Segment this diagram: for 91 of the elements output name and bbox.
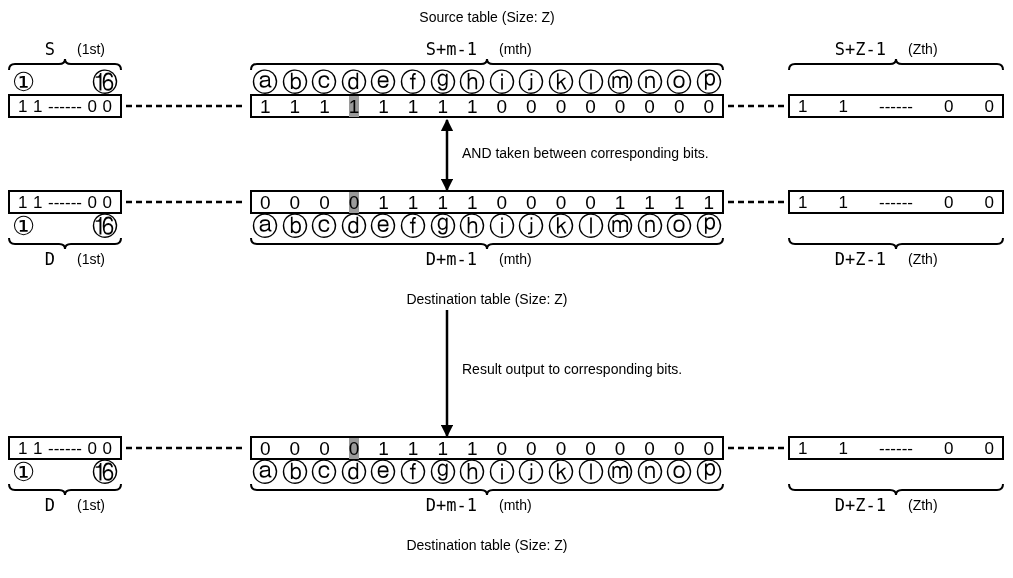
dashed-connector: [728, 200, 784, 204]
circled-bit-label: ⓓ: [340, 213, 367, 239]
circled-bit-label: ⓚ: [547, 69, 574, 95]
circled-bit-label: ⓔ: [370, 459, 397, 485]
register-field: 1 1 ------ 0 0: [788, 94, 1004, 118]
circled-bit-label: ⓟ: [695, 213, 722, 239]
circled-bit-label: ⓞ: [666, 213, 693, 239]
circled-bit-label: ⓑ: [281, 69, 308, 95]
circled-bit-label: ⓓ: [340, 69, 367, 95]
arrow: [440, 118, 454, 192]
circled-bit-label: ⓔ: [370, 69, 397, 95]
circled-bit-label: ①: [12, 69, 36, 95]
circled-bit-label: ⓖ: [429, 69, 456, 95]
register-field: 1 1 1 1 1 1 1 1 0 0 0 0 0 0 0 0: [250, 94, 724, 118]
circled-bit-label: ⓜ: [607, 459, 634, 485]
circled-bit-label: ⓕ: [399, 69, 426, 95]
address-label: D: [44, 496, 55, 514]
circled-bit-label: ⓙ: [518, 69, 545, 95]
circled-bit-label: ⓝ: [636, 459, 663, 485]
circled-bit-label: ⓝ: [636, 69, 663, 95]
circled-bit-label: ⓘ: [488, 69, 515, 95]
circled-bit-label: ⓟ: [695, 459, 722, 485]
circled-bit-label: ⓛ: [577, 213, 604, 239]
circled-bit-label: ⓜ: [607, 69, 634, 95]
circled-bit-label: ⓐ: [252, 69, 278, 95]
circled-bit-label: ⓕ: [399, 459, 426, 485]
circled-bit-label: ⓖ: [429, 213, 456, 239]
circled-bit-label: ⓗ: [459, 213, 486, 239]
circled-bit-label: ⓗ: [459, 69, 486, 95]
register-field: 0 0 0 0 1 1 1 1 0 0 0 0 0 0 0 0: [250, 436, 724, 460]
circled-bit-label: ⓘ: [488, 213, 515, 239]
address-label: D+Z-1: [834, 496, 886, 514]
register-field: 1 1 ------ 0 0: [8, 94, 122, 118]
dashed-connector: [728, 446, 784, 450]
circled-bit-label: ⓔ: [370, 213, 397, 239]
ordinal-label: (Zth): [908, 250, 938, 268]
arrow: [440, 310, 454, 438]
circled-bit-label: ⑯: [92, 69, 118, 95]
address-label: D+m-1: [425, 250, 477, 268]
dashed-connector: [728, 104, 784, 108]
circled-bit-label: ⓕ: [399, 213, 426, 239]
table-title: Destination table (Size: Z): [406, 536, 568, 554]
circled-bit-label: ⓛ: [577, 69, 604, 95]
circled-bit-label: ⓛ: [577, 459, 604, 485]
circled-bit-label: ⑯: [92, 213, 118, 239]
ordinal-label: (mth): [499, 40, 532, 58]
edge-label: Result output to corresponding bits.: [462, 360, 683, 378]
circled-bit-label: ⓘ: [488, 459, 515, 485]
ordinal-label: (Zth): [908, 40, 938, 58]
address-label: S+m-1: [425, 40, 477, 58]
circled-bit-label: ⓞ: [666, 69, 693, 95]
ordinal-label: (1st): [77, 250, 105, 268]
circled-bit-label: ⓒ: [311, 459, 338, 485]
register-field: 0 0 0 0 1 1 1 1 0 0 0 0 1 1 1 1: [250, 190, 724, 214]
address-label: D+m-1: [425, 496, 477, 514]
table-title: Destination table (Size: Z): [406, 290, 568, 308]
circled-bit-label: ⓙ: [518, 213, 545, 239]
circled-bit-label: ⓑ: [281, 459, 308, 485]
address-label: S: [44, 40, 55, 58]
circled-bit-label: ⓚ: [547, 213, 574, 239]
ordinal-label: (1st): [77, 496, 105, 514]
circled-bit-label: ⓚ: [547, 459, 574, 485]
circled-bit-label: ⓖ: [429, 459, 456, 485]
circled-bit-label: ⑯: [92, 459, 118, 485]
address-label: S+Z-1: [834, 40, 886, 58]
circled-bit-label: ⓝ: [636, 213, 663, 239]
circled-bit-label: ⓟ: [695, 69, 722, 95]
table-title: Source table (Size: Z): [419, 8, 555, 26]
circled-bit-label: ①: [12, 213, 36, 239]
circled-bit-label: ⓙ: [518, 459, 545, 485]
circled-bit-label: ⓒ: [311, 69, 338, 95]
circled-bit-label: ⓞ: [666, 459, 693, 485]
register-field: 1 1 ------ 0 0: [788, 190, 1004, 214]
ordinal-label: (1st): [77, 40, 105, 58]
edge-label: AND taken between corresponding bits.: [462, 144, 709, 162]
circled-bit-label: ⓒ: [311, 213, 338, 239]
register-field: 1 1 ------ 0 0: [8, 190, 122, 214]
circled-bit-label: ⓐ: [252, 213, 278, 239]
address-label: D: [44, 250, 55, 268]
address-label: D+Z-1: [834, 250, 886, 268]
circled-bit-label: ⓓ: [340, 459, 367, 485]
ordinal-label: (mth): [499, 496, 532, 514]
register-field: 1 1 ------ 0 0: [8, 436, 122, 460]
circled-bit-label: ⓜ: [607, 213, 634, 239]
circled-bit-label: ⓐ: [252, 459, 278, 485]
ordinal-label: (mth): [499, 250, 532, 268]
circled-bit-label: ①: [12, 459, 36, 485]
circled-bit-label: ⓑ: [281, 213, 308, 239]
circled-bit-label: ⓗ: [459, 459, 486, 485]
register-field: 1 1 ------ 0 0: [788, 436, 1004, 460]
ordinal-label: (Zth): [908, 496, 938, 514]
